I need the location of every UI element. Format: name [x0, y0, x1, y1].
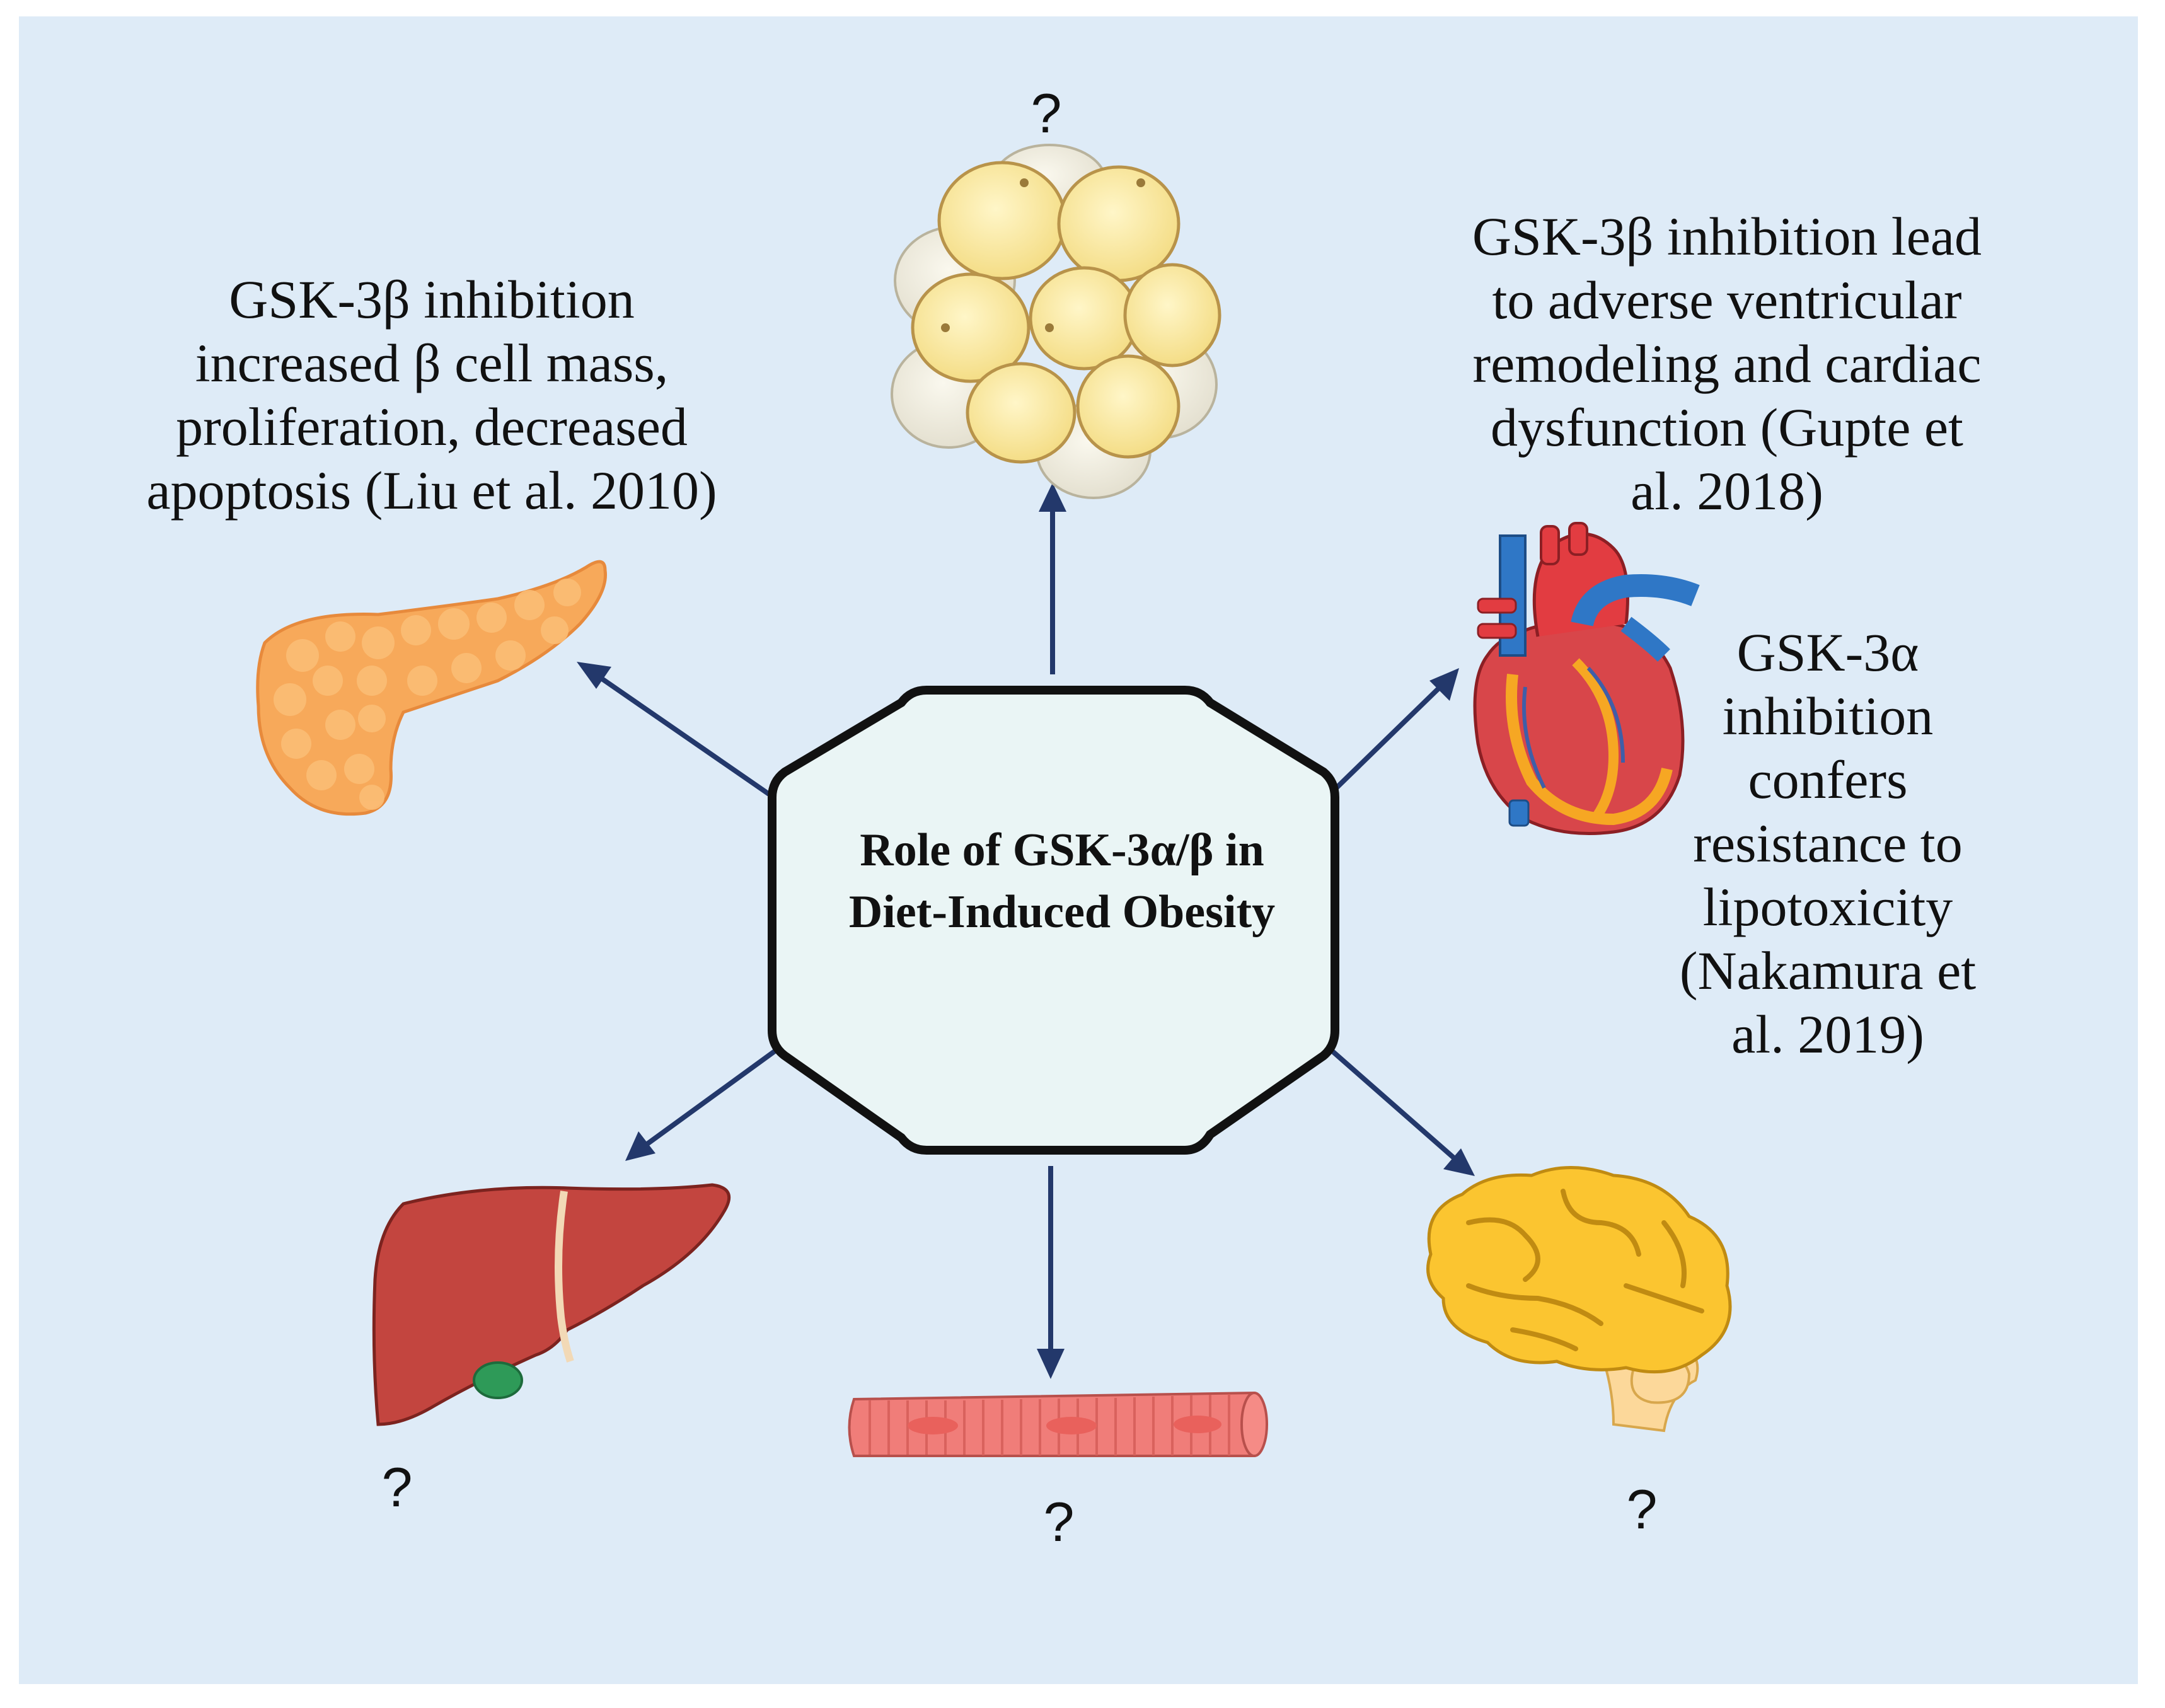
arrow-to-liver: [641, 1044, 783, 1150]
arrow-to-pancreas: [594, 672, 771, 797]
adipose-tissue-icon: [891, 144, 1221, 499]
arrowhead-adipose: [1039, 483, 1066, 512]
adipose-question-label: ?: [1031, 82, 1062, 144]
arrows: [577, 483, 1475, 1379]
brain-question-label: ?: [1626, 1478, 1658, 1540]
arrow-to-brain: [1325, 1044, 1458, 1162]
arrowhead-liver: [625, 1131, 655, 1161]
liver-icon: [372, 1183, 731, 1426]
heart-alpha-annotation: GSK-3α inhibition confers resistance to …: [1679, 622, 1977, 1065]
center-title: Role of GSK-3α/β in Diet-Induced Obesity: [848, 824, 1276, 938]
arrowhead-pancreas: [577, 662, 611, 689]
brain-icon: [1426, 1166, 1732, 1433]
heart-beta-annotation: GSK-3β inhibition lead to adverse ventri…: [1472, 206, 1982, 521]
arrowhead-brain: [1443, 1148, 1475, 1176]
arrowhead-heart: [1429, 668, 1459, 701]
arrow-to-heart: [1325, 682, 1445, 799]
heart-icon: [1473, 522, 1700, 835]
liver-question-label: ?: [381, 1456, 413, 1518]
arrowhead-muscle: [1037, 1349, 1065, 1379]
pancreas-annotation: GSK-3β inhibition increased β cell mass,…: [146, 269, 717, 521]
center-hexagon: [768, 686, 1339, 1155]
pancreas-icon: [256, 560, 607, 816]
muscle-question-label: ?: [1043, 1491, 1075, 1553]
muscle-fiber-icon: [848, 1391, 1268, 1457]
